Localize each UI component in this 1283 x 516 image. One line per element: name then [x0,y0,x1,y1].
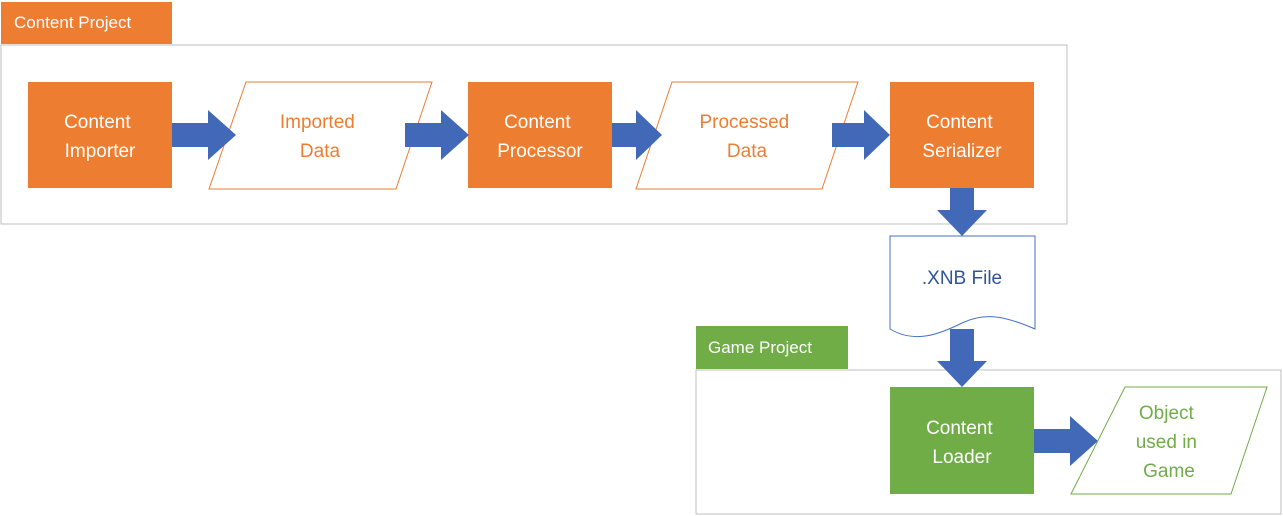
svg-text:Processed Data: Processed Data [699,112,794,162]
processed-data-line1: Processed [699,112,789,133]
arrow-down-icon [937,329,987,387]
content-serializer-line2: Serializer [922,141,1002,162]
content-serializer-box: Content Serializer [890,82,1034,188]
content-project-title: Content Project [14,13,131,32]
content-importer-line1: Content [64,112,131,133]
arrow-right-icon [1034,416,1098,466]
content-importer-line2: Importer [65,141,136,162]
content-loader-line2: Loader [932,447,992,468]
game-project-title: Game Project [708,338,812,357]
object-line3: Game [1143,461,1195,482]
imported-data-parallelogram: Imported Data [208,81,433,190]
processed-data-line2: Data [727,141,768,162]
arrow-right-icon [612,110,662,160]
svg-text:Object used in Gam: Object used in Game [1136,403,1203,482]
content-processor-line2: Processor [497,141,583,162]
content-loader-line1: Content [926,418,993,439]
object-line1: Object [1139,403,1195,424]
imported-data-line2: Data [300,141,341,162]
content-loader-box: Content Loader [890,387,1034,494]
content-processor-box: Content Processor [468,82,612,188]
svg-text:Content Processor: Content Processor [497,112,583,162]
content-importer-box: Content Importer [28,82,172,188]
svg-text:Imported Data: Imported Data [280,112,360,162]
object-used-in-game-parallelogram: Object used in Game [1070,386,1268,495]
processed-data-parallelogram: Processed Data [635,81,859,190]
imported-data-line1: Imported [280,112,355,133]
arrow-right-icon [832,110,890,160]
arrow-right-icon [172,110,236,160]
object-line2: used in [1136,432,1197,453]
svg-text:Content Loader: Content Loader [926,418,998,468]
xnb-file-document: .XNB File [889,235,1036,338]
content-serializer-line1: Content [926,112,993,133]
arrow-right-icon [405,110,469,160]
content-processor-line1: Content [504,112,571,133]
xnb-file-label: .XNB File [922,268,1002,289]
svg-text:Content Importer: Content Importer [64,112,136,162]
game-project-tab: Game Project [696,326,848,369]
svg-text:Content Serializer: Content Serializer [922,112,1002,162]
arrow-down-icon [937,188,987,236]
content-project-tab: Content Project [1,2,172,44]
